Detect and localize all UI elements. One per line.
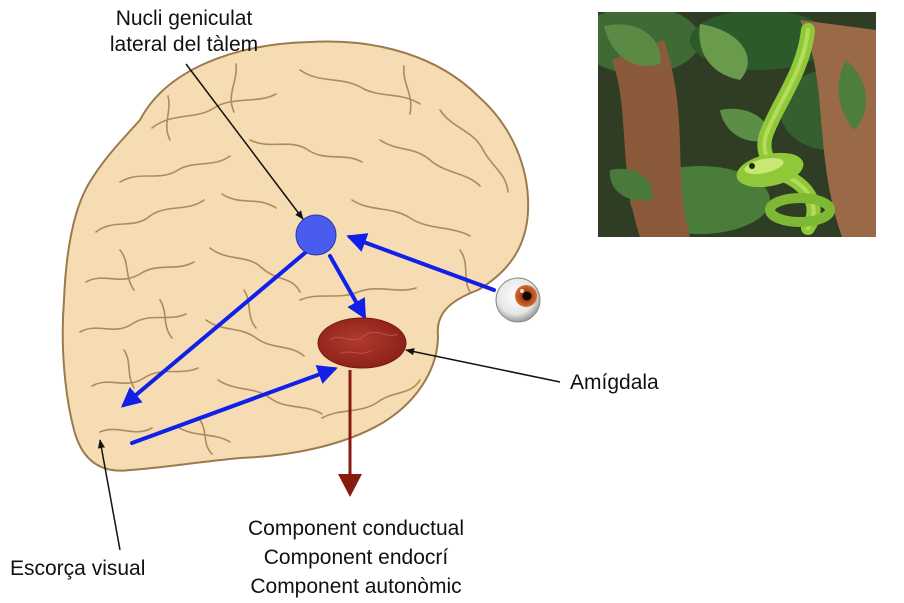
lgn-label: Nucli geniculat lateral del tàlem — [72, 6, 296, 58]
eyeball-icon — [496, 278, 540, 322]
lgn-node — [296, 215, 336, 255]
amygdala-node — [318, 318, 406, 368]
visual-cortex-label: Escorça visual — [10, 556, 145, 582]
lgn-label-line1: Nucli geniculat — [72, 6, 296, 32]
brain-illustration — [63, 41, 528, 470]
component-autonomic: Component autonòmic — [196, 572, 516, 601]
lgn-label-line2: lateral del tàlem — [72, 32, 296, 58]
amygdala-label: Amígdala — [570, 370, 659, 396]
output-components: Component conductual Component endocrí C… — [196, 514, 516, 601]
component-endocrine: Component endocrí — [196, 543, 516, 572]
snake-photo — [580, 6, 880, 237]
component-behavioral: Component conductual — [196, 514, 516, 543]
